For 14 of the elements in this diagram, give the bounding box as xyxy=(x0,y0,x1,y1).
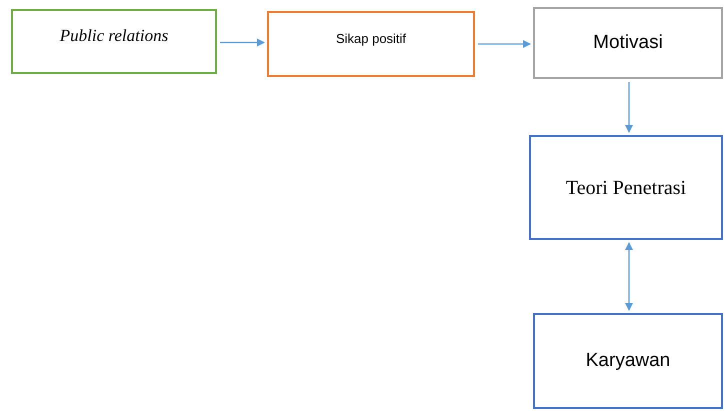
arrow xyxy=(220,38,265,46)
box-label: Karyawan xyxy=(586,348,670,373)
arrow xyxy=(625,242,633,311)
arrow xyxy=(478,40,531,48)
process-box xyxy=(533,7,723,79)
box-label: Teori Penetrasi xyxy=(564,176,688,200)
box-label: Sikap positif xyxy=(336,30,406,48)
box-label: Public relations xyxy=(60,25,168,47)
process-box xyxy=(529,135,723,240)
process-box xyxy=(533,313,723,409)
arrow xyxy=(625,82,633,133)
box-label: Motivasi xyxy=(593,30,663,55)
process-box xyxy=(267,11,475,77)
process-box xyxy=(11,9,217,74)
